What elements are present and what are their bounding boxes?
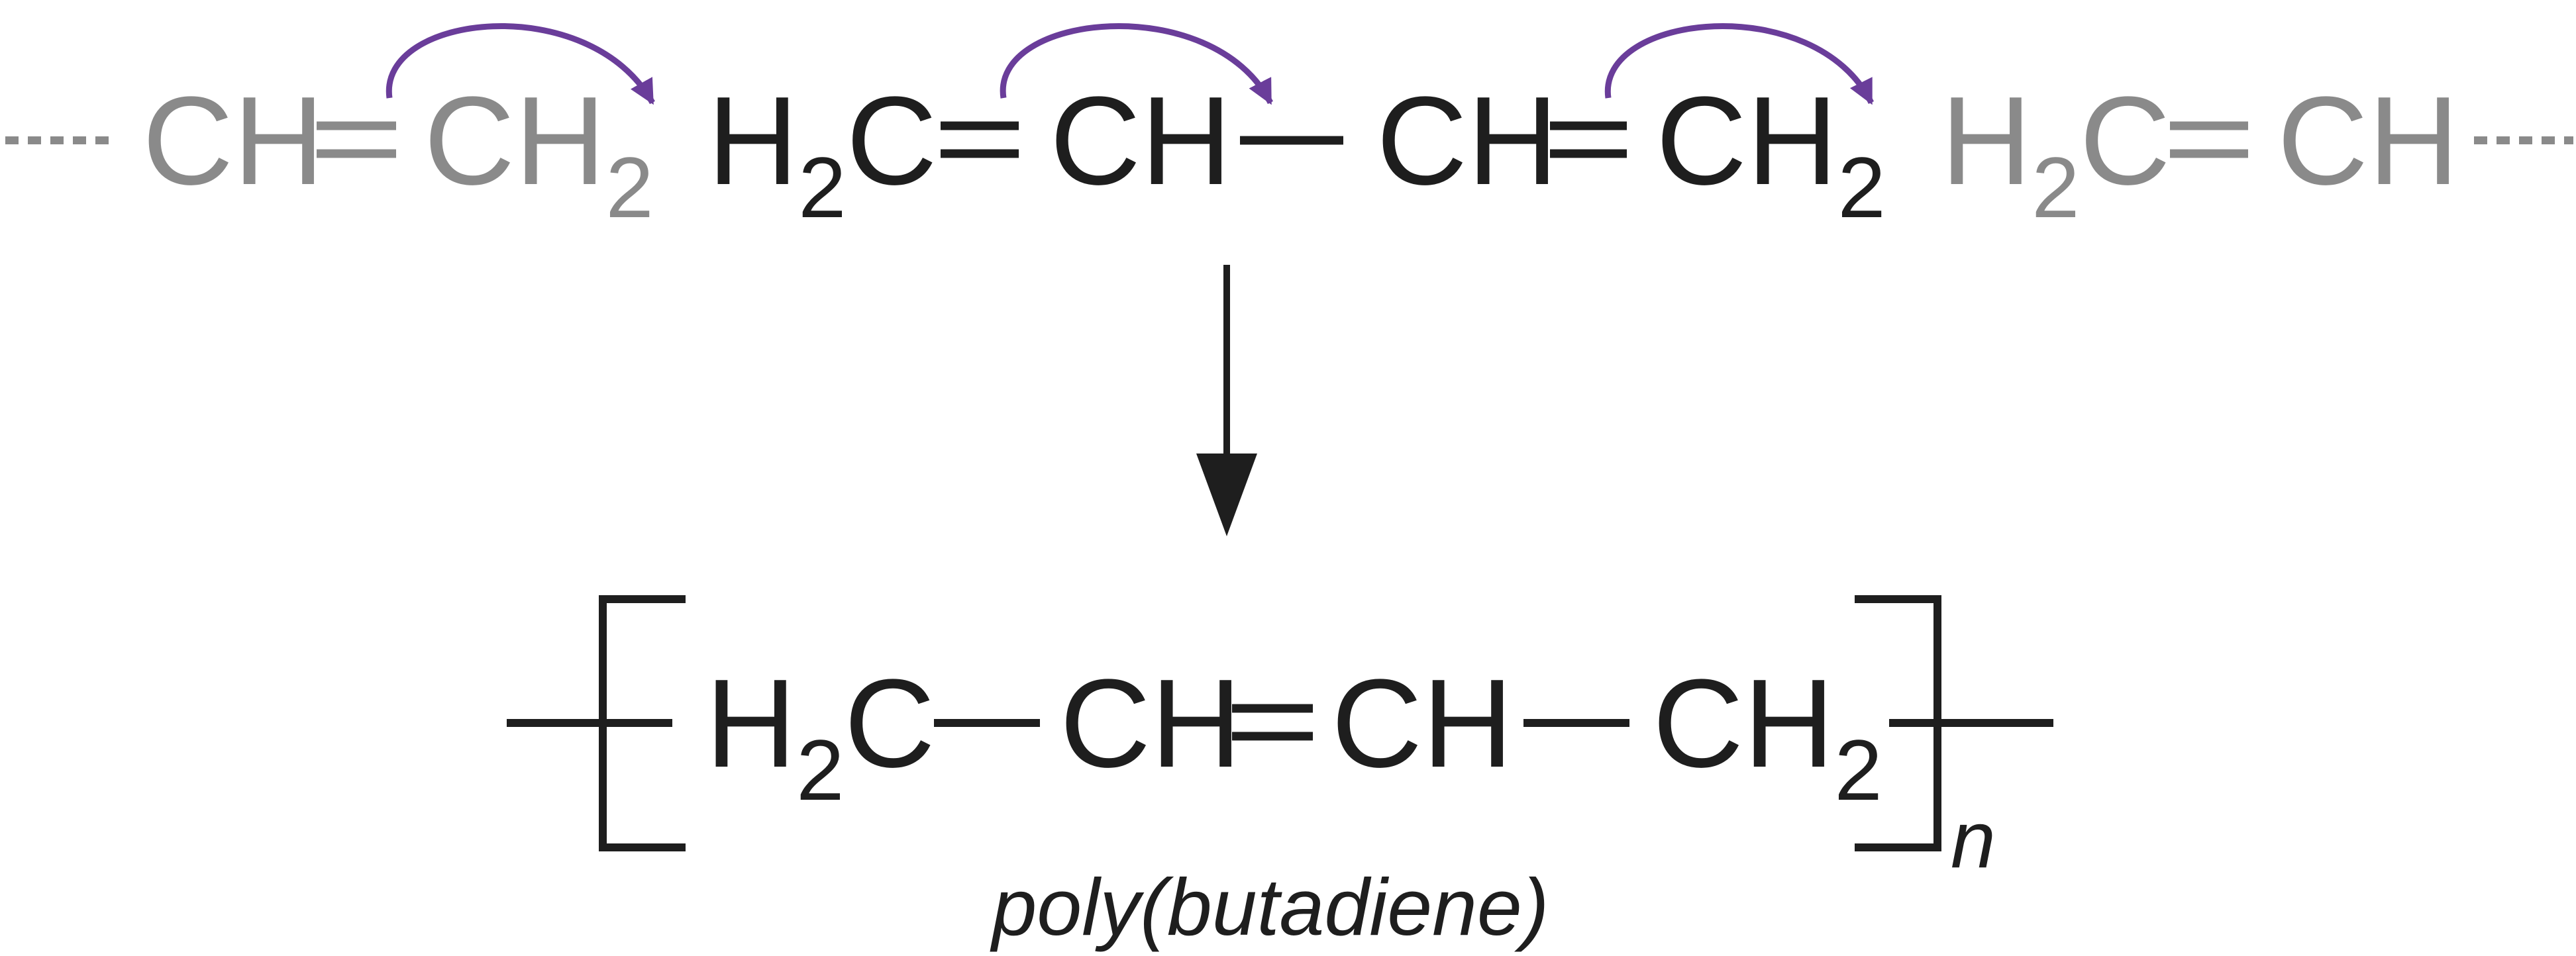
curved-arrow-2: [1000, 23, 1273, 105]
right-monomer: H2C CH: [1941, 71, 2459, 236]
left-monomer-ch2: CH2: [424, 71, 654, 236]
butadiene-h2c: H2C: [707, 71, 937, 236]
left-monomer: CH CH2: [142, 71, 654, 236]
reaction-arrow-head: [1196, 454, 1257, 536]
right-bracket: [1855, 595, 1941, 851]
curved-arrow-3: [1604, 23, 1875, 105]
butadiene-ch-b: CH: [1376, 71, 1558, 211]
left-monomer-ch: CH: [142, 71, 324, 211]
product-ch-a: CH: [1060, 653, 1241, 794]
product-ch-b: CH: [1331, 653, 1513, 794]
right-monomer-ch: CH: [2277, 71, 2459, 211]
repeat-count-n: n: [1951, 794, 1996, 884]
butadiene-monomer: H2C CH CH CH2: [707, 71, 1886, 236]
product-h2c: H2C: [705, 653, 935, 818]
product-repeat-unit: H2C CH CH CH2: [705, 653, 1882, 818]
left-bracket: [599, 595, 686, 851]
curved-arrow-1: [386, 23, 655, 105]
butadiene-ch-a: CH: [1050, 71, 1231, 211]
product-ch2: CH2: [1653, 653, 1882, 818]
butadiene-ch2: CH2: [1656, 71, 1886, 236]
right-monomer-h2c: H2C: [1941, 71, 2171, 236]
product-name-caption: poly(butadiene): [989, 862, 1549, 952]
